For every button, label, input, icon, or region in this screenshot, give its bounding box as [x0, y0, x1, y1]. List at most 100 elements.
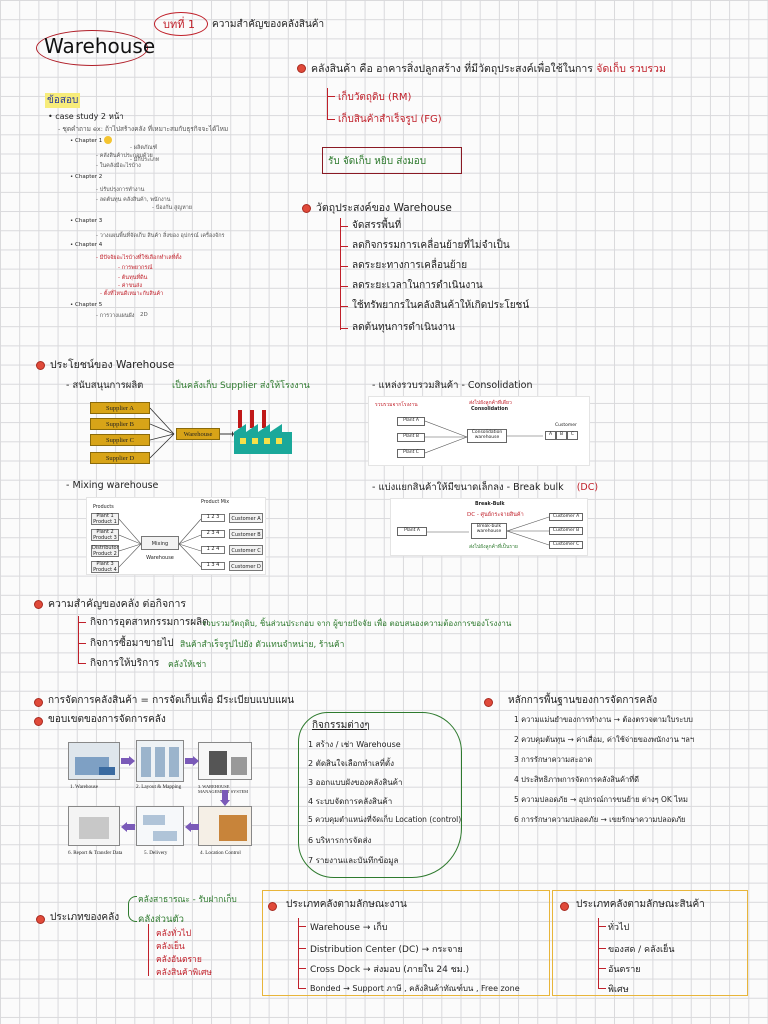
consolidation-arrows: [425, 420, 468, 454]
consolidation-warehouse: Consolidation warehouse: [467, 429, 507, 443]
bullet-icon: [36, 361, 45, 370]
list-tick: [340, 286, 348, 287]
exam-case-study: • case study 2 หน้า: [48, 112, 124, 121]
title-bubble: [36, 30, 148, 66]
list-tick: [78, 622, 86, 623]
mix-cells: 2 3 4: [201, 530, 225, 538]
chapter-4-note: - การพยากรณ์: [118, 265, 153, 271]
arrow-icon: [185, 756, 199, 766]
activity-item: 6 บริหารการจัดส่ง: [308, 836, 372, 845]
process-box-text: รับ จัดเก็บ หยิบ ส่งมอบ: [328, 156, 427, 167]
supplier-box: Supplier A: [90, 402, 150, 414]
factory-icon: [234, 410, 292, 454]
step-caption: 5. Delivery: [144, 850, 168, 856]
bullet-icon: [34, 600, 43, 609]
delivery-thumb: [136, 806, 184, 846]
principle-item: 3 การรักษาความสะอาด: [514, 755, 593, 764]
types-private: คลังส่วนตัว: [138, 914, 184, 925]
breakbulk-warehouse: Break-bulk warehouse: [471, 523, 507, 539]
list-tick: [598, 988, 606, 989]
private-item: คลังสินค้าพิเศษ: [156, 968, 213, 978]
plant-box: Plant A: [397, 527, 427, 536]
scope-diagram: 1. Warehouse 2. Layout & Mapping 3. WARE…: [64, 736, 262, 862]
plant-box: Plant B: [397, 433, 425, 442]
standard-types-box: [262, 890, 550, 996]
bullet-icon: [34, 717, 43, 726]
warehouse-box: Warehouse: [176, 428, 220, 440]
objectives-title: วัตถุประสงค์ของ Warehouse: [316, 202, 452, 214]
definition-tick: [327, 119, 335, 120]
activities-bubble: [298, 712, 462, 878]
product-item: ทั่วไป: [608, 923, 630, 933]
plant-box: Plant C: [397, 449, 425, 458]
product-item: อันตราย: [608, 965, 641, 975]
chapter-4-note: - ตั้งที่ไหนดีเหมาะกับสินค้า: [100, 291, 164, 297]
chapter-5-note: 2D: [140, 312, 148, 318]
private-item: คลังเย็น: [156, 942, 185, 952]
importance-item: กิจการซื้อมาขายไป: [90, 638, 174, 649]
exam-label: ข้อสอบ: [45, 93, 81, 108]
objective-item: ลดกิจกรรมการเคลื่อนย้ายที่ไม่จำเป็น: [352, 240, 510, 251]
chapter-2: • Chapter 2: [70, 174, 103, 180]
definition-item: เก็บสินค้าสำเร็จรูป (FG): [338, 114, 442, 125]
list-tick: [598, 948, 606, 949]
management-definition: การจัดการคลังสินค้า = การจัดเก็บเพื่อ มี…: [48, 695, 295, 706]
chapter-3-note: - วางแผนพื้นที่จัดเก็บ สินค้า สิ่งของ อุ…: [96, 233, 225, 239]
chapter-2-note: - ลดต้นทุน คลังสินค้า, พนักงาน: [96, 197, 171, 203]
scope-title: ขอบเขตของการจัดการคลัง: [48, 714, 166, 725]
plant-box: Plant A: [397, 417, 425, 426]
exam-chapter-list: • Chapter 1 - ผลิตภัณฑ์ - คลังสินค้าประก…: [70, 136, 270, 326]
importance-note: คลังให้เช่า: [168, 660, 207, 670]
list-tick: [298, 926, 306, 927]
customer-cell: C: [567, 431, 578, 440]
layout-thumb: [136, 740, 184, 782]
chapter-1-note: - ในคลังมีอะไรบ้าง: [96, 163, 141, 169]
private-list: คลังทั่วไป คลังเย็น คลังอันตราย คลังสินค…: [150, 926, 250, 982]
chapter-2-note: - ป้องกัน สูญหาย: [152, 205, 193, 211]
list-tick: [340, 328, 348, 329]
customer-box: Customer C: [549, 541, 583, 549]
principle-item: 4 ประสิทธิภาพการจัดการคลังสินค้าที่ดี: [514, 775, 640, 784]
objective-item: ใช้ทรัพยากรในคลังสินค้าให้เกิดประโยชน์: [352, 300, 530, 311]
arrow-icon: [185, 822, 199, 832]
objective-item: จัดสรรพื้นที่: [352, 220, 402, 231]
benefits-title: ประโยชน์ของ Warehouse: [50, 359, 175, 371]
list-tick: [298, 968, 306, 969]
chapter-tag: [154, 12, 208, 36]
chapter-5-note: - การวางแผนผัง: [96, 313, 135, 319]
chapter-title: ความสำคัญของคลังสินค้า: [212, 19, 325, 30]
standard-brace: [298, 918, 299, 988]
activity-item: 3 ออกแบบผังของคลังสินค้า: [308, 778, 403, 787]
bullet-icon: [34, 698, 43, 707]
definition-item: เก็บวัตถุดิบ (RM): [338, 92, 412, 103]
product-brace: [598, 918, 599, 988]
product-list: ทั่วไป ของสด / คลังเย็น อันตราย พิเศษ: [598, 918, 738, 995]
list-tick: [78, 663, 86, 664]
product-types-box: [552, 890, 748, 996]
types-public: คลังสาธารณะ - รับฝากเก็บ: [138, 895, 237, 905]
product-mix-heading: Product Mix: [201, 500, 230, 505]
product-item: ของสด / คลังเย็น: [608, 945, 675, 955]
chapter-1-note: - มีกี่ประเภท: [130, 157, 160, 163]
support-note: เป็นคลังเก็บ Supplier ส่งให้โรงงาน: [172, 381, 310, 391]
importance-item: กิจการอุตสาหกรรมการผลิต: [90, 617, 209, 628]
list-tick: [340, 306, 348, 307]
exam-question: - ชุดคำถาม ex: ถ้าไปสร้างคลัง ที่เหมาะสม…: [58, 125, 229, 133]
mix-cells: 1 3 4: [201, 562, 225, 570]
supplier-box: Supplier D: [90, 452, 150, 464]
list-tick: [340, 266, 348, 267]
mixing-warehouse: Mixing Warehouse: [141, 536, 179, 561]
breakbulk-arrows: [507, 516, 550, 546]
definition-text: คลังสินค้า คือ อาคารสิ่งปลูกสร้าง ที่มีว…: [311, 63, 666, 75]
activities-title: กิจกรรมต่างๆ: [312, 720, 370, 731]
types-brace: [128, 896, 137, 922]
chapter-4-note: - มีปัจจัยอะไรบ้างที่ใช้เลือกทำเลที่ตั้ง: [96, 255, 182, 261]
chapter-1: • Chapter 1: [70, 138, 103, 144]
plant-box: Distributor Product 2: [91, 545, 119, 557]
bullet-icon: [302, 204, 311, 213]
step-caption: 1. Warehouse: [70, 784, 99, 790]
arrow-icon: [427, 531, 469, 533]
exam-case-study-text: case study 2 หน้า: [55, 112, 124, 121]
activities-list: 1 สร้าง / เช่า Warehouse 2 ตัดสินใจเลือก…: [308, 738, 461, 874]
importance-note: สินค้าสำเร็จรูปไปยัง ตัวแทนจำหน่าย, ร้าน…: [180, 640, 345, 650]
